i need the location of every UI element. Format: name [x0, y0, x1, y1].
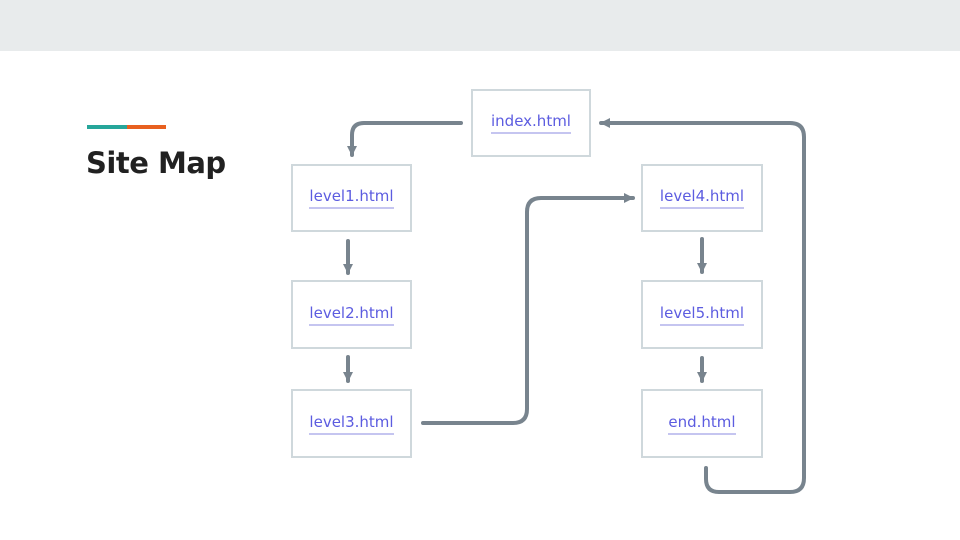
node-level4: level4.html [641, 164, 763, 232]
slide-title: Site Map [86, 146, 226, 180]
link-level2-html[interactable]: level2.html [309, 304, 394, 326]
title-accent-teal [87, 125, 127, 129]
link-level4-html[interactable]: level4.html [659, 187, 745, 209]
link-end-html[interactable]: end.html [668, 413, 736, 435]
title-accent-orange [127, 125, 166, 129]
node-end: end.html [641, 389, 763, 458]
node-level2: level2.html [291, 280, 412, 349]
node-level5: level5.html [641, 280, 763, 349]
link-index-html[interactable]: index.html [491, 112, 571, 134]
header-band [0, 0, 960, 51]
link-level1-html[interactable]: level1.html [309, 187, 394, 209]
node-level3: level3.html [291, 389, 412, 458]
edge-end-to-index [599, 118, 806, 494]
node-index: index.html [471, 89, 591, 157]
edge-index-to-level1 [347, 121, 463, 157]
edge-level3-to-level4 [421, 193, 635, 425]
link-level3-html[interactable]: level3.html [309, 413, 394, 435]
node-level1: level1.html [291, 164, 412, 232]
link-level5-html[interactable]: level5.html [659, 304, 745, 326]
